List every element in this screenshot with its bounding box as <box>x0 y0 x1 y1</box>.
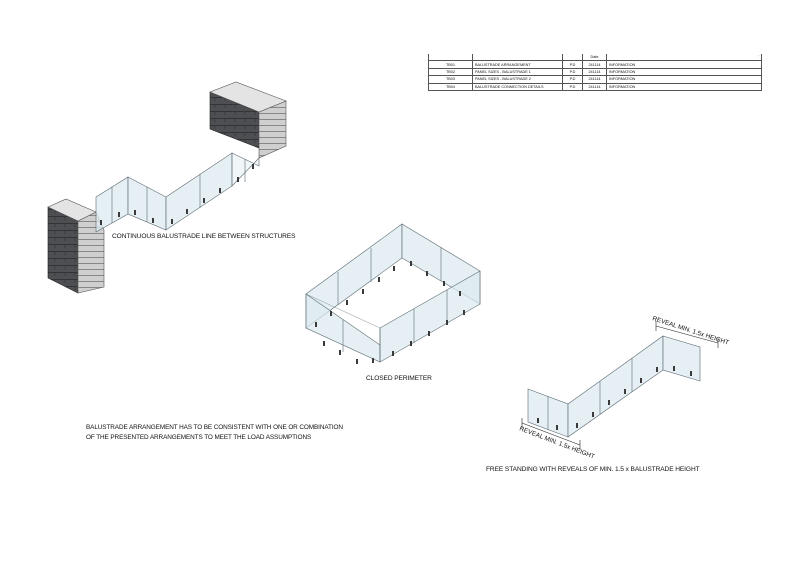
caption-free-standing: FREE STANDING WITH REVEALS OF MIN. 1.5 x… <box>486 466 700 473</box>
closed-perimeter-spigots <box>315 261 465 364</box>
free-standing-spigots <box>537 366 692 430</box>
glass-panels <box>95 152 260 233</box>
schedule-status: INFORMATION <box>606 82 762 91</box>
free-standing-illustration <box>527 335 701 438</box>
general-note-line-1: BALUSTRADE ARRANGEMENT HAS TO BE CONSIST… <box>86 424 343 431</box>
general-note-line-2: OF THE PRESENTED ARRANGEMENTS TO MEET TH… <box>86 434 312 441</box>
left-wall-structure <box>47 198 105 294</box>
drawing-schedule-table: Date ' TB01 BALUSTRADE ARRANGEMENT P.D 2… <box>428 54 762 91</box>
caption-closed-perimeter: CLOSED PERIMETER <box>366 375 432 382</box>
general-note: BALUSTRADE ARRANGEMENT HAS TO BE CONSIST… <box>86 423 343 443</box>
closed-perimeter-illustration <box>305 223 481 363</box>
table-row: TB04 BALUSTRADE CONNECTION DETAILS P.D 2… <box>428 82 762 91</box>
reveal-dimension-right <box>655 321 719 348</box>
continuous-balustrade-illustration <box>47 81 287 294</box>
right-wall-structure <box>209 81 287 159</box>
glass-spigots <box>100 164 254 225</box>
caption-continuous-balustrade: CONTINUOUS BALUSTRADE LINE BETWEEN STRUC… <box>112 233 296 240</box>
reveal-dimension-left <box>521 418 581 450</box>
